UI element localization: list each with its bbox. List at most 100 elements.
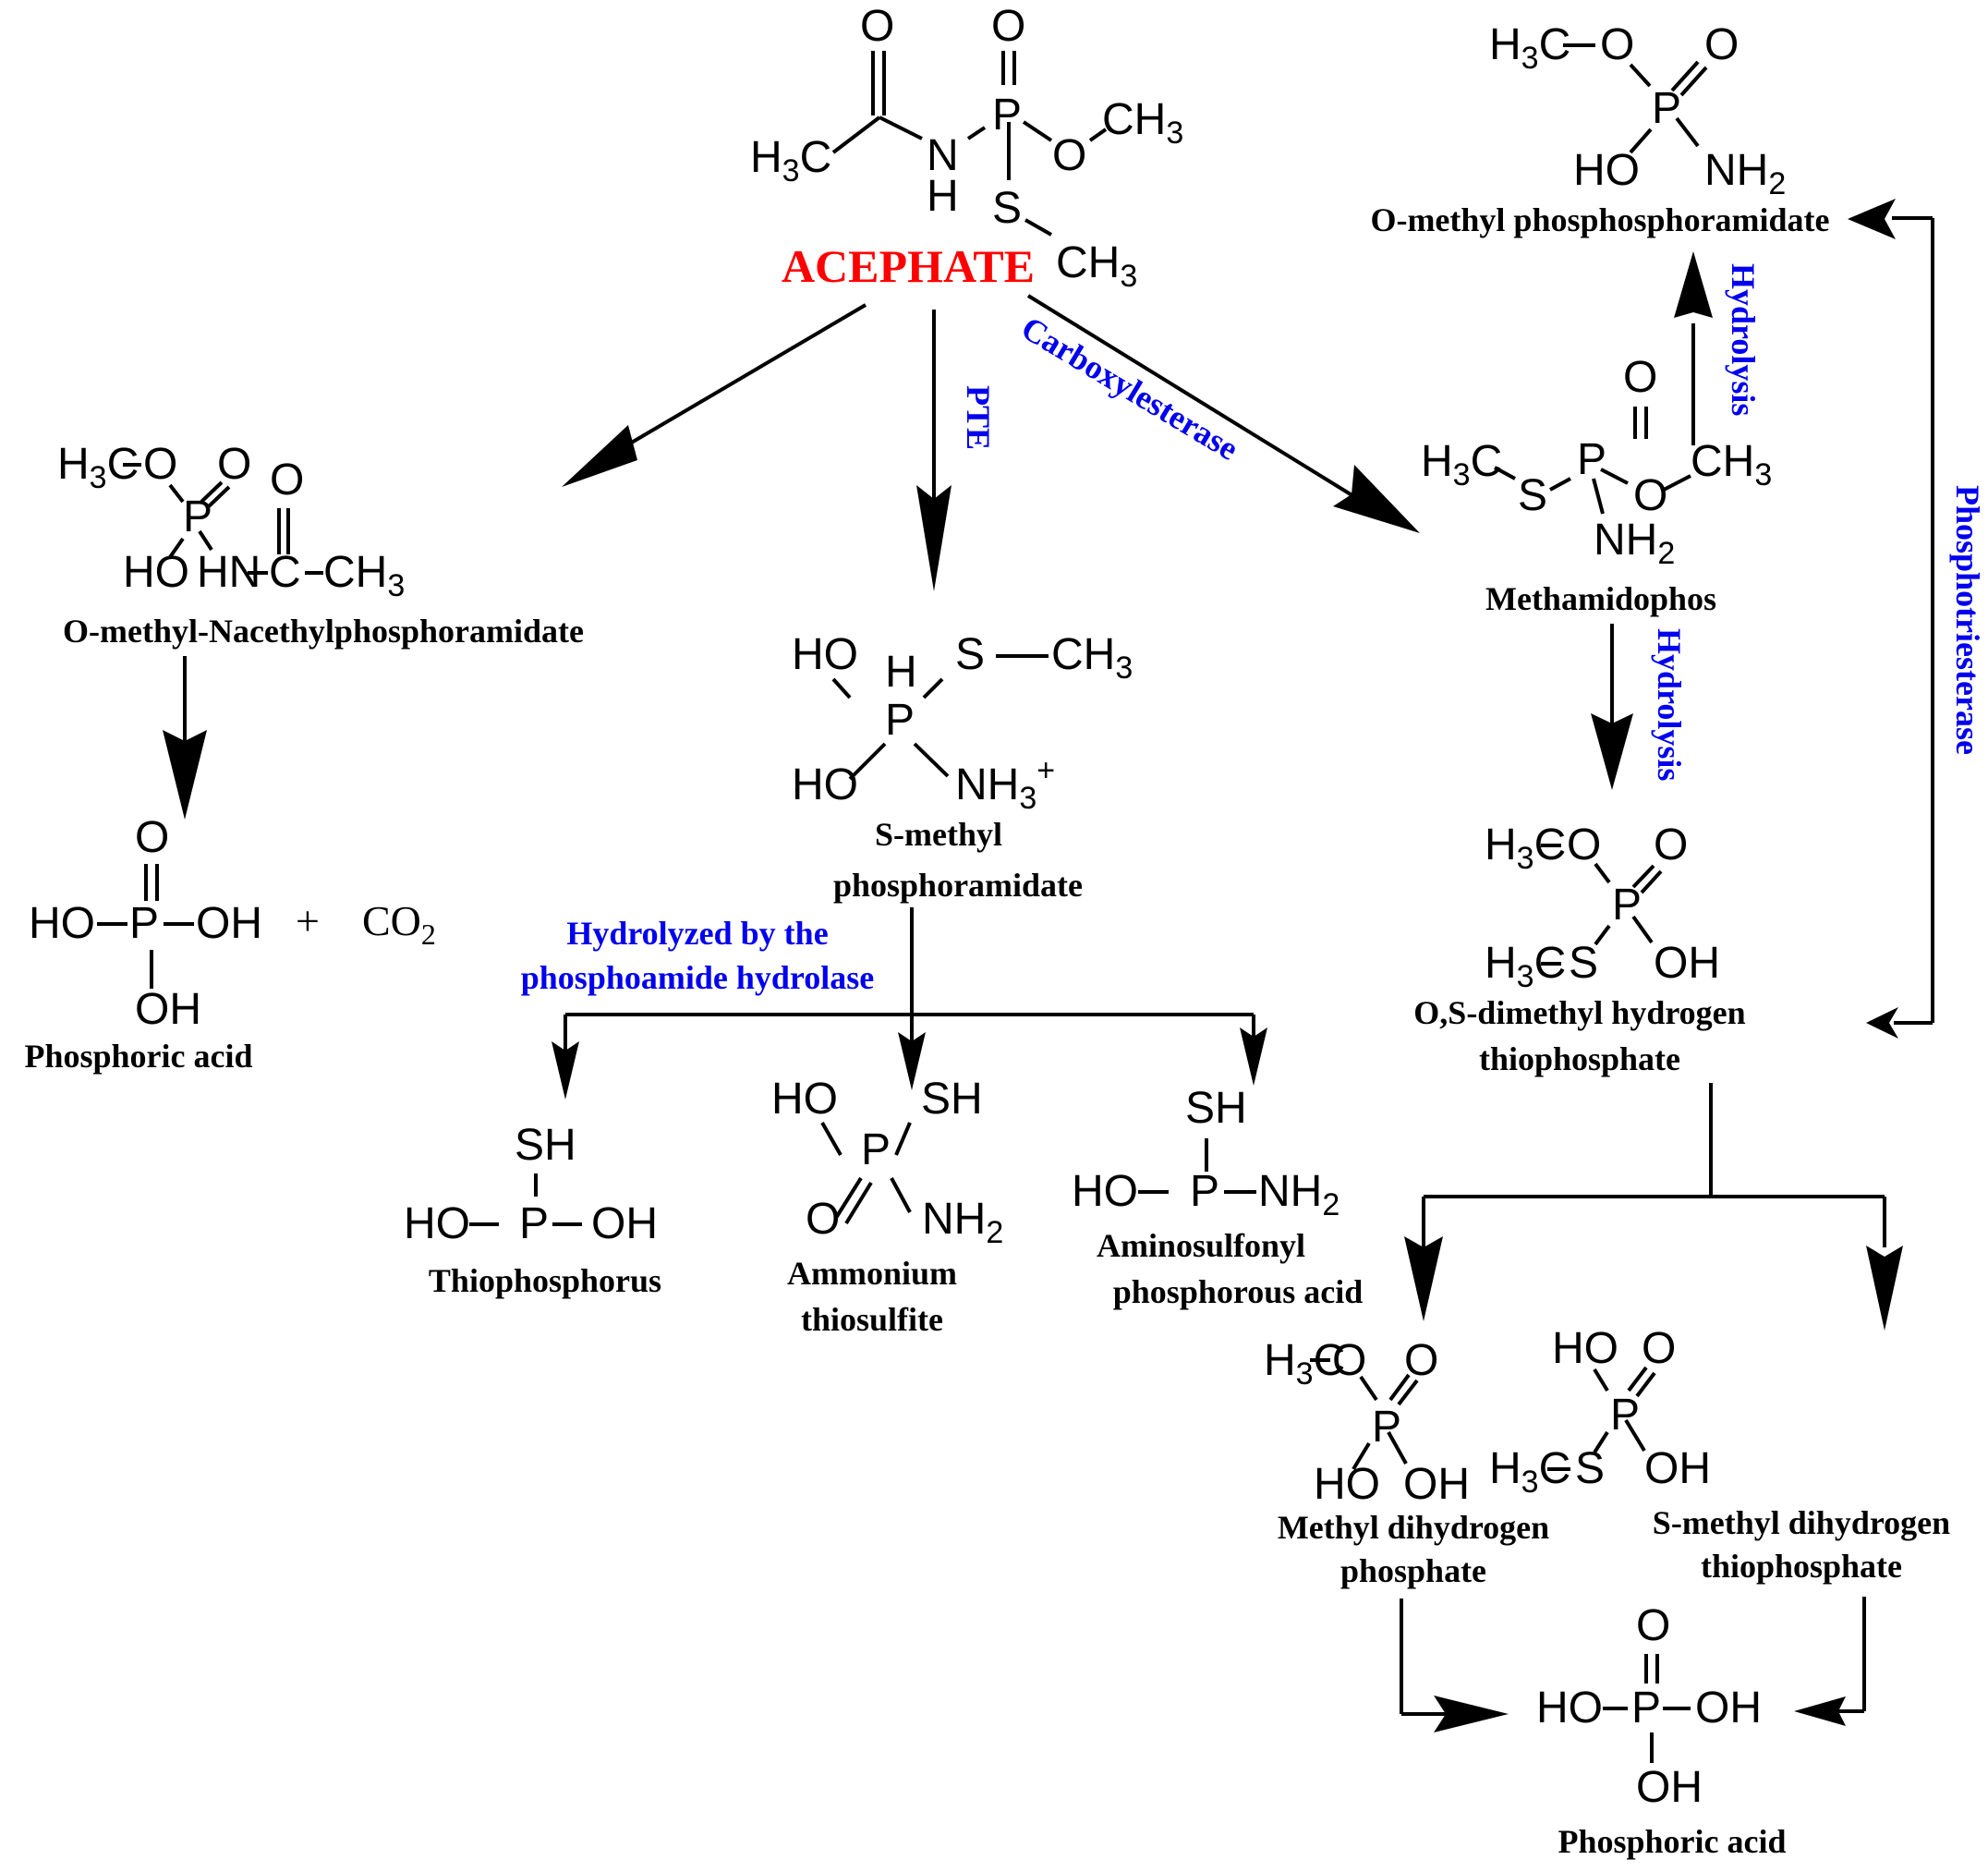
atom: P — [861, 1125, 891, 1174]
atom: H3C — [1485, 939, 1566, 994]
atom: O — [991, 2, 1025, 51]
label-carboxylesterase: Carboxylesterase — [1015, 310, 1245, 468]
atom: HO — [1314, 1460, 1380, 1509]
atom: O — [860, 2, 894, 51]
compound-o-methyl-phosphoramidate: H3C O O P HO NH2 O-methyl phosphosphoram… — [1370, 20, 1829, 238]
atom: OH — [135, 985, 201, 1034]
atom: NH2 — [1704, 146, 1786, 201]
compound-s-methyl-phosphoramidate: HO H S CH3 P HO NH3+ S-methyl phosphoram… — [792, 630, 1133, 904]
atom: HO — [1552, 1324, 1618, 1373]
compound-name-line1: S-methyl — [875, 816, 1002, 853]
compound-name: Phosphoric acid — [24, 1038, 252, 1075]
atom: HO — [123, 548, 189, 597]
atom: HO — [771, 1075, 838, 1124]
compound-os-dimethyl: H3C O O P H3C S OH O,S-dimethyl hydrogen… — [1413, 821, 1745, 1077]
arrow-to-phosphoric-acid-right-from-right — [1794, 1597, 1866, 1726]
arrow-to-o-methyl-n-acetyl — [562, 303, 867, 487]
coproduct-co2: + CO2 — [296, 897, 436, 951]
atom: OH — [1403, 1460, 1470, 1509]
atom: S — [992, 184, 1022, 233]
compound-phosphoric-acid-right: O HO P OH OH Phosphoric acid — [1536, 1601, 1787, 1860]
atom: OH — [591, 1199, 658, 1248]
compound-name-line2: thiophosphate — [1479, 1040, 1680, 1077]
arrow-to-phosphoric-acid-right-from-left — [1400, 1598, 1509, 1732]
compound-methyl-dihydrogen: H3C O O P HO OH Methyl dihydrogen phosph… — [1264, 1336, 1549, 1589]
atom: O — [1623, 353, 1657, 402]
atom: O — [1404, 1336, 1438, 1385]
atom: OH — [1644, 1444, 1711, 1493]
compound-phosphoric-acid-left: O HO P OH OH + CO2 Phosphoric acid — [24, 813, 435, 1075]
compound-name-line1: O,S-dimethyl hydrogen — [1413, 994, 1745, 1031]
compound-name-line2: phosphorous acid — [1113, 1273, 1363, 1310]
arrow-carboxylesterase — [1026, 294, 1420, 533]
arrow-pte — [916, 310, 952, 591]
atom: O — [1636, 1601, 1670, 1650]
atom: HO — [1573, 146, 1640, 195]
compound-ammonium-thiosulfite: HO SH P O NH2 Ammonium thiosulfite — [771, 1075, 1003, 1338]
atom: H — [885, 648, 917, 697]
atom: O — [1642, 1324, 1676, 1373]
atom: OH — [1654, 939, 1720, 988]
atom: N — [927, 131, 959, 180]
branch-os-dimethyl — [1404, 1083, 1903, 1331]
bracket-phosphotriesterase — [1848, 199, 1934, 1039]
atom: CH3 — [1056, 238, 1137, 294]
label-phosphoamide-line1: Hydrolyzed by the — [566, 915, 828, 952]
atom: H3C — [1489, 1444, 1570, 1500]
atom: H3C — [57, 440, 139, 495]
atom: H — [927, 172, 959, 221]
atom: P — [885, 696, 915, 745]
label-hydolysis-down: Hydrolysis — [1651, 628, 1688, 781]
atom: C — [269, 548, 301, 597]
compound-name-line2: thiosulfite — [801, 1301, 943, 1338]
branch-phosphoamide — [552, 907, 1267, 1100]
compound-name-line2: thiophosphate — [1701, 1548, 1902, 1585]
atom: P — [129, 899, 159, 948]
atom: SH — [1185, 1084, 1247, 1133]
compound-name-line1: Methyl dihydrogen — [1278, 1509, 1549, 1546]
atom: CH3 — [323, 548, 405, 603]
atom: S — [1575, 1444, 1605, 1493]
atom: S — [1569, 939, 1598, 988]
compound-name: O-methyl-Nacethylphosphoramidate — [63, 613, 584, 650]
compound-s-methyl-dihydrogen: HO O P H3C S OH S-methyl dihydrogen thio… — [1489, 1324, 1950, 1585]
atom: O — [1052, 131, 1086, 180]
title-acephate: ACEPHATE — [782, 240, 1035, 292]
atom: H3C — [750, 133, 831, 188]
atom: S — [955, 630, 985, 679]
arrow-hydrolysis-up — [1674, 251, 1713, 445]
arrow-to-phosphoric-acid-left — [163, 656, 207, 820]
atom: O — [1654, 821, 1688, 869]
atom: HO — [792, 760, 858, 809]
atom: OH — [196, 899, 262, 948]
compound-name: O-methyl phosphosphoramidate — [1370, 201, 1829, 238]
compound-name: Thiophosphorus — [429, 1262, 661, 1299]
atom: P — [1190, 1167, 1219, 1216]
atom: OH — [1695, 1684, 1762, 1732]
atom: P — [183, 492, 212, 541]
compound-name-line1: Aminosulfonyl — [1097, 1227, 1305, 1264]
atom: H3C — [1421, 437, 1502, 492]
atom: O — [1567, 821, 1601, 869]
compound-o-methyl-n-acetyl: H3C O O O P HO HN C CH3 O-methyl-Nacethy… — [57, 440, 584, 650]
atom: O — [1633, 471, 1667, 520]
atom: H3C — [1485, 821, 1566, 876]
atom: S — [1518, 471, 1547, 520]
atom: NH2 — [922, 1195, 1003, 1250]
compound-name-line1: S-methyl dihydrogen — [1653, 1504, 1950, 1541]
atom: P — [1631, 1684, 1661, 1732]
atom: HO — [1072, 1167, 1138, 1216]
compound-acephate: O O H3C N H P O CH3 S CH3 ACEPHATE — [750, 2, 1183, 294]
atom: O — [270, 456, 304, 504]
atom: CH3 — [1051, 630, 1133, 686]
atom: SH — [515, 1121, 576, 1170]
atom: O — [1600, 20, 1634, 69]
compound-name-line2: phosphoramidate — [833, 867, 1083, 904]
atom: SH — [921, 1075, 983, 1124]
label-phosphotriesterase: Phosphotriesterase — [1949, 485, 1986, 755]
compound-aminosulfonyl: SH HO P NH2 Aminosulfonyl phosphorous ac… — [1072, 1084, 1363, 1310]
atom: CH3 — [1691, 437, 1772, 492]
compound-name: Methamidophos — [1485, 580, 1716, 617]
atom: HO — [1536, 1684, 1603, 1732]
